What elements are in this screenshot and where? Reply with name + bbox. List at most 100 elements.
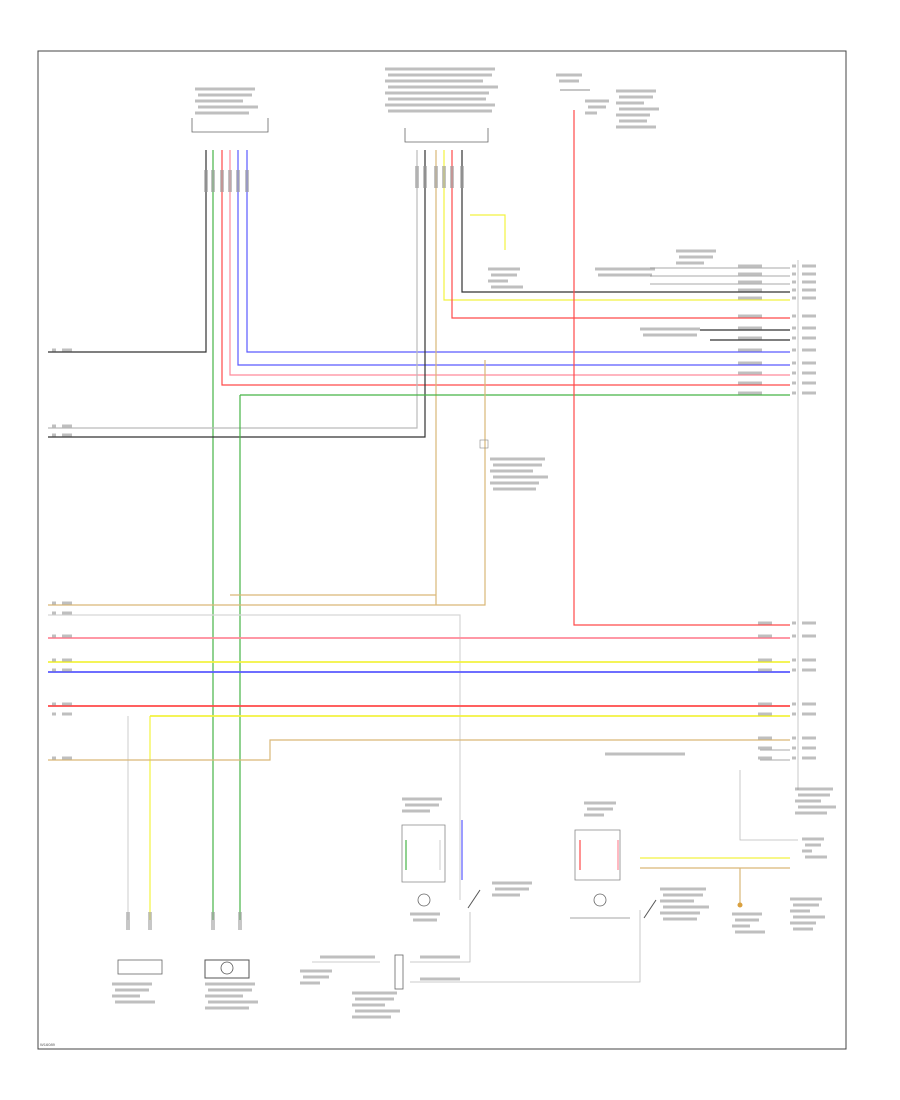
component-label-line <box>619 107 659 111</box>
connector-pin <box>148 912 152 930</box>
component-label-line <box>735 930 765 934</box>
terminal-number <box>792 296 796 300</box>
wire-right-return <box>739 770 798 841</box>
wire-black-mid <box>48 150 426 438</box>
connector-pin <box>204 170 208 192</box>
terminal-number <box>792 348 796 352</box>
wire-blue-left-2 <box>246 150 790 353</box>
switch-icon <box>643 899 657 919</box>
wire-label <box>738 264 762 268</box>
splice-label-line <box>490 457 545 461</box>
connector-pin <box>238 912 242 930</box>
pin-label <box>802 756 816 760</box>
terminal-number <box>792 336 796 340</box>
splice-label-line <box>643 333 697 337</box>
terminal-number <box>792 712 796 716</box>
component-label-line <box>588 105 606 109</box>
terminal-number <box>52 424 56 428</box>
wire-label <box>738 326 762 330</box>
junction-label-line <box>300 981 320 985</box>
splice-label-line <box>595 267 655 271</box>
component-label-line <box>115 1000 155 1004</box>
junction-label-line <box>303 975 329 979</box>
splice-label-line <box>493 475 548 479</box>
component-label-line <box>663 893 703 897</box>
component-label-line <box>616 113 650 117</box>
module-label-line <box>793 927 813 931</box>
circle-m-icon <box>220 961 234 975</box>
wire-label <box>738 371 762 375</box>
component-label-line <box>660 911 700 915</box>
terminal-number <box>792 621 796 625</box>
module-label-line <box>795 799 821 803</box>
component-label-line <box>355 997 394 1001</box>
component-label-line <box>492 881 532 885</box>
component-label-line <box>619 95 653 99</box>
terminal-number <box>792 746 796 750</box>
wire-yellow-sensor <box>470 214 506 250</box>
pin-label <box>802 326 816 330</box>
terminal-number <box>52 634 56 638</box>
component-label-line <box>355 1009 400 1013</box>
component-label-line <box>584 801 616 805</box>
terminal-number <box>792 326 796 330</box>
wire-label <box>758 712 772 716</box>
pin-label <box>802 314 816 318</box>
component-label-line <box>585 111 597 115</box>
component-label-line <box>660 887 706 891</box>
pin-label <box>802 348 816 352</box>
terminal-number <box>52 601 56 605</box>
wire-group <box>48 110 799 983</box>
component-label-line <box>352 1003 385 1007</box>
connector-pin <box>423 166 427 188</box>
junction-label-line <box>300 969 332 973</box>
terminal-number <box>792 702 796 706</box>
terminal-number <box>792 668 796 672</box>
connector-pin <box>211 912 215 930</box>
wire-black-mid-2 <box>461 150 790 293</box>
component-label-line <box>198 93 252 97</box>
component-label-line <box>732 924 750 928</box>
component-label-line <box>385 67 495 71</box>
junction-label-line <box>320 955 375 959</box>
terminal-number <box>792 756 796 760</box>
wire-label <box>738 391 762 395</box>
wire-tan-center <box>48 360 486 606</box>
component-label-line <box>584 813 604 817</box>
pin-label <box>802 361 816 365</box>
component-label-line <box>388 85 498 89</box>
terminal-number <box>792 288 796 292</box>
terminal-number <box>52 348 56 352</box>
pin-label <box>802 736 816 740</box>
connector-pin <box>211 170 215 192</box>
wire-tan-bus <box>48 739 790 761</box>
wire-red-fuse <box>573 110 790 626</box>
component-label-line <box>205 982 255 986</box>
component-label-line <box>405 803 439 807</box>
component-label-line <box>388 97 486 101</box>
connector-icon <box>394 954 404 990</box>
component-label-line <box>352 991 397 995</box>
pin-label <box>805 855 827 859</box>
terminal-number <box>792 272 796 276</box>
component-label-line <box>616 125 656 129</box>
terminal-number <box>52 611 56 615</box>
component-label-line <box>616 89 656 93</box>
connector-pin <box>415 166 419 188</box>
component-label-line <box>195 99 243 103</box>
component-label-line <box>195 111 249 115</box>
splice-label-line <box>490 469 533 473</box>
wire-label <box>758 736 772 740</box>
connector-pin <box>236 170 240 192</box>
terminal-number <box>792 264 796 268</box>
connector-pin <box>126 912 130 930</box>
component-label-line <box>208 988 252 992</box>
wire-red-left <box>221 150 790 386</box>
pin-label <box>802 381 816 385</box>
wire-label <box>62 668 72 672</box>
component-label-line <box>735 918 759 922</box>
connector-label-line <box>676 249 716 253</box>
pin-label <box>802 668 816 672</box>
wire-label <box>738 348 762 352</box>
wire-label <box>62 433 72 437</box>
